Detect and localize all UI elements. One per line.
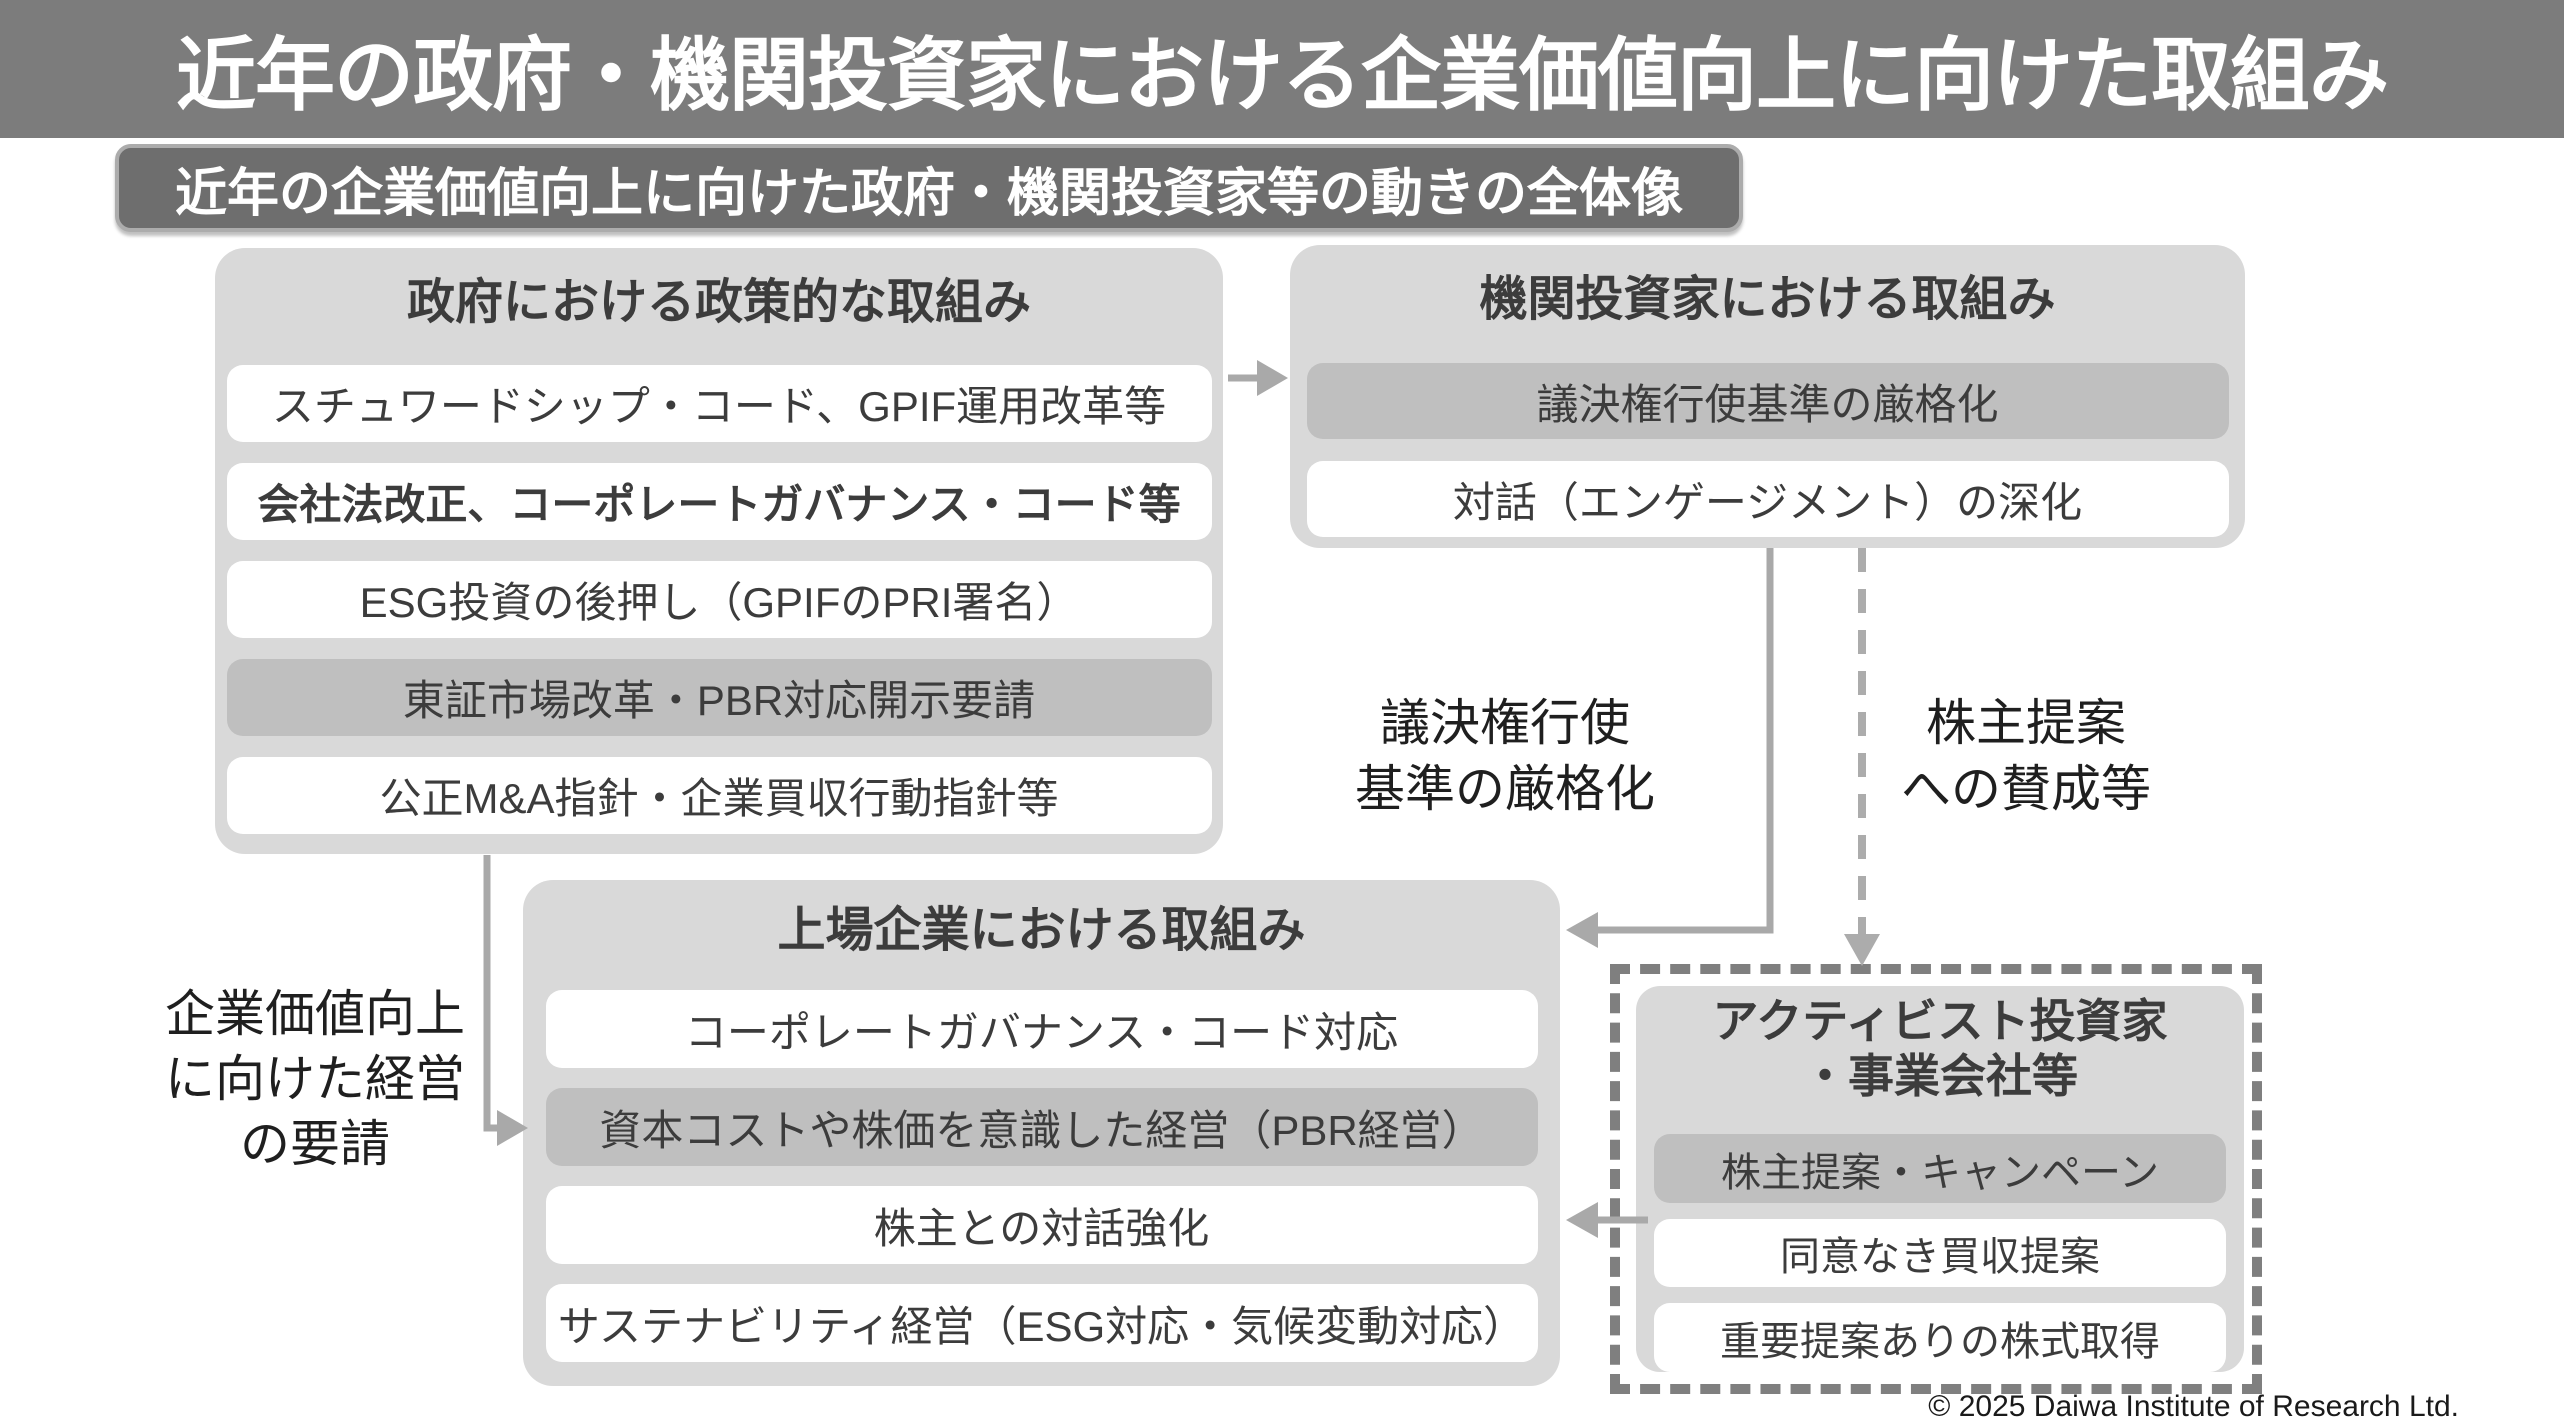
activist-panel: アクティビスト投資家 ・事業会社等 株主提案・キャンペーン 同意なき買収提案 重… <box>1636 986 2244 1373</box>
government-item-tse-reform: 東証市場改革・PBR対応開示要請 <box>226 659 1212 736</box>
government-item-companies-act: 会社法改正、コーポレートガバナンス・コード等 <box>226 463 1212 540</box>
government-panel-title: 政府における政策的な取組み <box>406 276 1031 329</box>
slide-title: 近年の政府・機関投資家における企業価値向上に向けた取組み <box>176 31 2389 120</box>
label-management-request: 企業価値向上 に向けた経営 の要請 <box>165 986 465 1172</box>
listed-item-pbr-management: 資本コストや株価を意識した経営（PBR経営） <box>545 1088 1538 1166</box>
activist-item-hostile-bid: 同意なき買収提案 <box>1654 1218 2226 1288</box>
government-item-esg: ESG投資の後押し（GPIFのPRI署名） <box>226 561 1212 638</box>
overview-badge: 近年の企業価値向上に向けた政府・機関投資家等の動きの全体像 <box>115 144 1743 232</box>
listed-item-dialogue: 株主との対話強化 <box>545 1186 1538 1264</box>
government-item-ma-guidelines: 公正M&A指針・企業買収行動指針等 <box>226 757 1212 834</box>
activist-panel-title: アクティビスト投資家 ・事業会社等 <box>1713 994 2168 1104</box>
overview-badge-label: 近年の企業価値向上に向けた政府・機関投資家等の動きの全体像 <box>174 164 1683 223</box>
listed-item-cg-code: コーポレートガバナンス・コード対応 <box>545 990 1538 1068</box>
listed-panel-title: 上場企業における取組み <box>777 904 1306 957</box>
institutional-panel: 機関投資家における取組み 議決権行使基準の厳格化 対話（エンゲージメント）の深化 <box>1290 245 2245 548</box>
listed-item-sustainability: サステナビリティ経営（ESG対応・気候変動対応） <box>545 1284 1538 1362</box>
institutional-item-engagement: 対話（エンゲージメント）の深化 <box>1306 461 2229 537</box>
activist-title-line1: アクティビスト投資家 <box>1712 995 2168 1047</box>
label-shareholder-proposal: 株主提案 への賛成等 <box>1901 695 2151 817</box>
institutional-panel-title: 機関投資家における取組み <box>1479 273 2056 326</box>
institutional-item-voting: 議決権行使基準の厳格化 <box>1306 363 2229 439</box>
label-voting-standards: 議決権行使 基準の厳格化 <box>1355 695 1655 817</box>
copyright-text: © 2025 Daiwa Institute of Research Ltd. <box>1928 1390 2459 1423</box>
government-item-stewardship: スチュワードシップ・コード、GPIF運用改革等 <box>226 365 1212 442</box>
slide-title-bar: 近年の政府・機関投資家における企業価値向上に向けた取組み <box>0 0 2564 138</box>
government-panel: 政府における政策的な取組み スチュワードシップ・コード、GPIF運用改革等 会社… <box>215 248 1223 854</box>
listed-company-panel: 上場企業における取組み コーポレートガバナンス・コード対応 資本コストや株価を意… <box>523 880 1560 1386</box>
activist-item-campaign: 株主提案・キャンペーン <box>1654 1134 2226 1203</box>
activist-item-share-acquisition: 重要提案ありの株式取得 <box>1654 1303 2226 1373</box>
activist-title-line2: ・事業会社等 <box>1801 1050 2078 1103</box>
activist-dashed-border <box>1610 964 2262 1394</box>
arrow-government-to-institutional-icon <box>1228 360 1288 396</box>
